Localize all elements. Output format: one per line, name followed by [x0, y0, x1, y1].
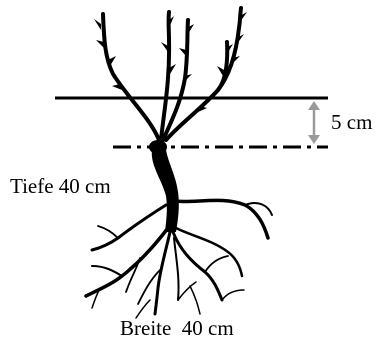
main-root — [152, 150, 179, 232]
depth-label: Tiefe 40 cm — [10, 176, 111, 197]
offset-label: 5 cm — [331, 112, 372, 133]
width-label: Breite 40 cm — [120, 318, 234, 339]
roots — [86, 200, 272, 318]
offset-arrow — [308, 101, 320, 144]
rose-shoots — [103, 8, 241, 140]
